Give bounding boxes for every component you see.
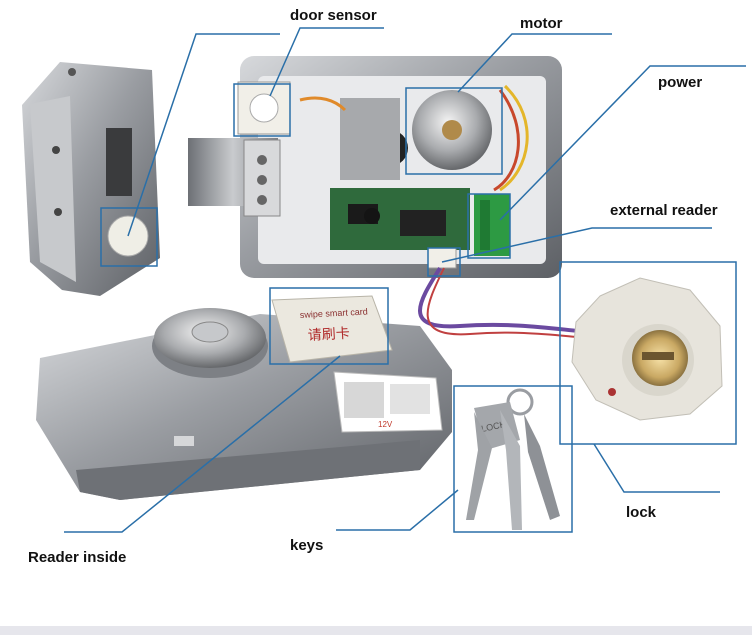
label-keys: keys (290, 537, 324, 554)
callout-box-door-sensor (233, 83, 291, 137)
callout-box-external-reader (427, 247, 461, 277)
leader-power (499, 65, 746, 221)
label-door-sensor: door sensor (290, 7, 377, 24)
callout-box-power (467, 193, 511, 259)
sticker-voltage: 12V (378, 420, 393, 429)
strike-plate (22, 62, 160, 296)
reader-card: swipe smart card 请刷卡 (271, 295, 393, 363)
leader-lines (64, 27, 746, 533)
leader-keys (336, 489, 459, 531)
label-lock: lock (626, 504, 657, 521)
label-power: power (658, 74, 703, 91)
card-text-cn: 请刷卡 (307, 326, 350, 344)
lock-body (188, 56, 562, 278)
front-housing (36, 308, 452, 500)
leader-door-sensor (269, 27, 384, 97)
keys: LOCK (466, 388, 560, 530)
card-text-en: swipe smart card (300, 306, 368, 320)
bottom-strip (0, 626, 752, 635)
reader-knob (571, 277, 723, 421)
leader-motor (457, 33, 612, 93)
callout-box-keys (453, 385, 573, 533)
leader-external-reader (441, 227, 712, 263)
callout-box-lock (559, 261, 737, 445)
callout-box-door-sensor-magnet (100, 207, 158, 267)
callout-box-motor (405, 87, 503, 175)
label-reader-inside: Reader inside (28, 549, 127, 566)
key-brand-text: LOCK (480, 419, 506, 434)
leader-lock (593, 443, 720, 493)
label-motor: motor (520, 15, 563, 32)
leader-strike (127, 33, 280, 237)
leader-reader-inside (64, 355, 341, 533)
warning-sticker: 12V (333, 371, 443, 433)
label-external-reader: external reader (610, 202, 718, 219)
